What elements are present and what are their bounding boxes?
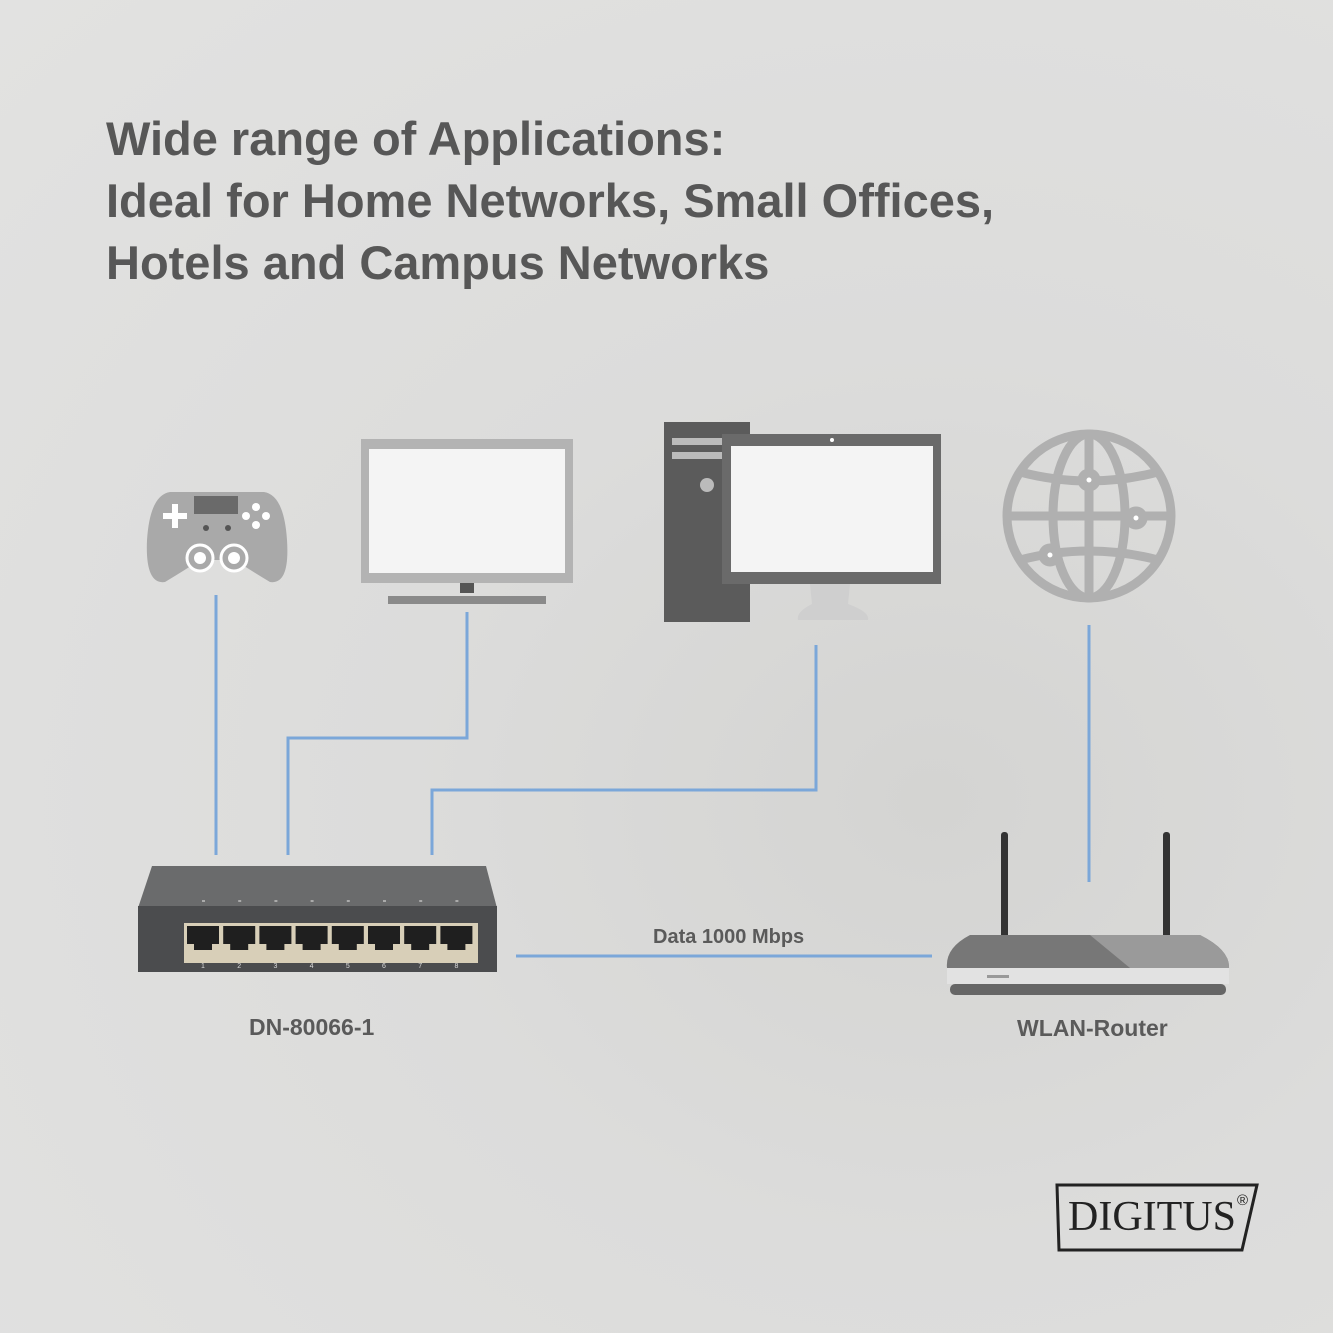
ethernet-port (295, 926, 328, 950)
ethernet-port (259, 926, 292, 950)
headline-line-2: Ideal for Home Networks, Small Offices, (106, 174, 995, 227)
port-led (310, 900, 314, 902)
port-number: 8 (454, 963, 458, 970)
headline-line-3: Hotels and Campus Networks (106, 236, 770, 289)
router-label: WLAN-Router (1017, 1015, 1168, 1041)
tv-monitor-icon (361, 439, 573, 604)
port-led (274, 900, 278, 902)
ethernet-port (368, 926, 400, 950)
port-number: 4 (310, 963, 314, 970)
headline: Wide range of Applications: Ideal for Ho… (106, 108, 994, 294)
port-number: 5 (346, 963, 350, 970)
port-led (238, 900, 242, 902)
ethernet-port (187, 926, 219, 950)
cable-tv (286, 612, 469, 855)
port-number: 6 (382, 963, 386, 970)
port-number: 7 (418, 963, 422, 970)
port-led (202, 900, 205, 902)
cable-pc (430, 645, 818, 855)
gamepad-icon (146, 492, 288, 583)
link-speed-label: Data 1000 Mbps (653, 926, 805, 948)
network-switch-image: 1 2 3 4 5 6 7 8 (138, 866, 497, 972)
ethernet-port (331, 926, 364, 950)
registered-mark: ® (1236, 1192, 1249, 1209)
port-number: 1 (201, 963, 205, 970)
port-number: 3 (273, 963, 277, 970)
ethernet-port (440, 926, 473, 950)
desktop-computer-icon (664, 422, 941, 622)
digitus-logo-row: DIGITUS ® (1068, 1193, 1248, 1241)
ethernet-port (223, 926, 256, 950)
port-led (383, 900, 386, 902)
port-number: 2 (237, 963, 241, 970)
ethernet-port (404, 926, 437, 950)
port-led (455, 900, 459, 902)
logo-frame (1055, 1183, 1259, 1252)
port-led (419, 900, 423, 902)
digitus-logo: DIGITUS (1068, 1194, 1236, 1240)
globe-icon (1002, 429, 1176, 603)
switch-label: DN-80066-1 (249, 1014, 375, 1040)
port-led (346, 900, 350, 902)
headline-line-1: Wide range of Applications: (106, 112, 726, 165)
wlan-router-image (946, 832, 1230, 995)
